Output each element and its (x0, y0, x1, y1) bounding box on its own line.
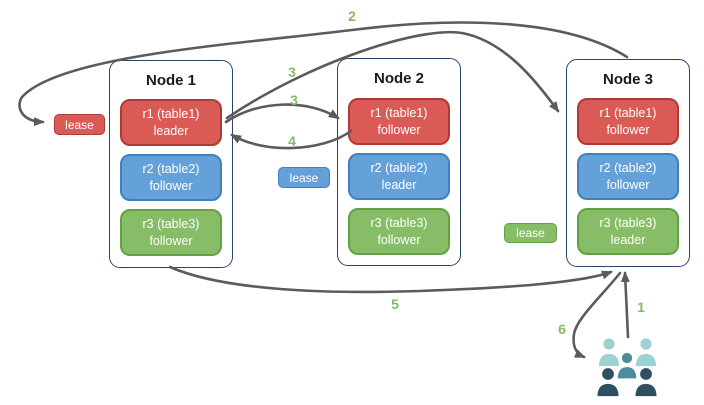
replica-line1: r1 (table1) (599, 106, 657, 121)
arrow-3-leader-to-node2-follower (224, 103, 340, 124)
user-figure (595, 366, 621, 398)
node-3-title: Node 3 (602, 71, 653, 88)
user-figure (616, 351, 638, 380)
replica-line2: leader (381, 177, 417, 192)
node-3-replica-r1: r1 (table1) follower (577, 98, 679, 145)
replica-line2: follower (606, 177, 650, 192)
node-1-replica-r1: r1 (table1) leader (120, 99, 222, 146)
step-label-4: 4 (288, 133, 296, 149)
node-1-replica-r2: r2 (table2) follower (120, 154, 222, 201)
node-2-replica-r3: r3 (table3) follower (348, 208, 450, 255)
replica-line1: r2 (table2) (142, 162, 200, 177)
user-figure (634, 336, 658, 368)
node-3-box: Node 3 r1 (table1) follower r2 (table2) … (566, 59, 690, 267)
replica-line1: r1 (table1) (370, 106, 428, 121)
lease-badge-r1: lease (54, 114, 105, 135)
replica-line2: follower (606, 122, 650, 137)
replica-line2: follower (149, 233, 193, 248)
replica-line1: r3 (table3) (599, 216, 657, 231)
user-figure (633, 366, 659, 398)
replica-line1: r3 (table3) (370, 216, 428, 231)
arrow-5-node1-to-node3 (168, 265, 613, 294)
step-label-3b: 3 (290, 92, 298, 108)
replica-line2: leader (153, 123, 189, 138)
node-2-title: Node 2 (373, 70, 424, 87)
node-3-replica-r2: r2 (table2) follower (577, 153, 679, 200)
replica-line2: follower (377, 122, 421, 137)
lease-badge-r3: lease (504, 223, 557, 243)
replica-line2: leader (610, 232, 646, 247)
arrow-6-node3-to-client (572, 271, 622, 359)
replica-line1: r2 (table2) (599, 161, 657, 176)
node-3-replica-r3: r3 (table3) leader (577, 208, 679, 255)
lease-badge-r2: lease (278, 167, 330, 188)
user-figure (597, 336, 621, 368)
step-label-2: 2 (348, 8, 356, 24)
replica-line1: r1 (table1) (142, 107, 200, 122)
step-label-1: 1 (637, 299, 645, 315)
replica-line1: r3 (table3) (142, 217, 200, 232)
step-label-3a: 3 (288, 64, 296, 80)
arrow-1-client-to-node3 (620, 271, 630, 339)
step-label-6: 6 (558, 321, 566, 337)
node-1-replica-r3: r3 (table3) follower (120, 209, 222, 256)
replica-line2: follower (149, 178, 193, 193)
replica-line1: r2 (table2) (370, 161, 428, 176)
node-2-replica-r1: r1 (table1) follower (348, 98, 450, 145)
step-label-5: 5 (391, 296, 399, 312)
node-2-replica-r2: r2 (table2) leader (348, 153, 450, 200)
node-1-title: Node 1 (145, 72, 196, 89)
node-1-box: Node 1 r1 (table1) leader r2 (table2) fo… (109, 60, 233, 268)
node-2-box: Node 2 r1 (table1) follower r2 (table2) … (337, 58, 461, 266)
replica-line2: follower (377, 232, 421, 247)
